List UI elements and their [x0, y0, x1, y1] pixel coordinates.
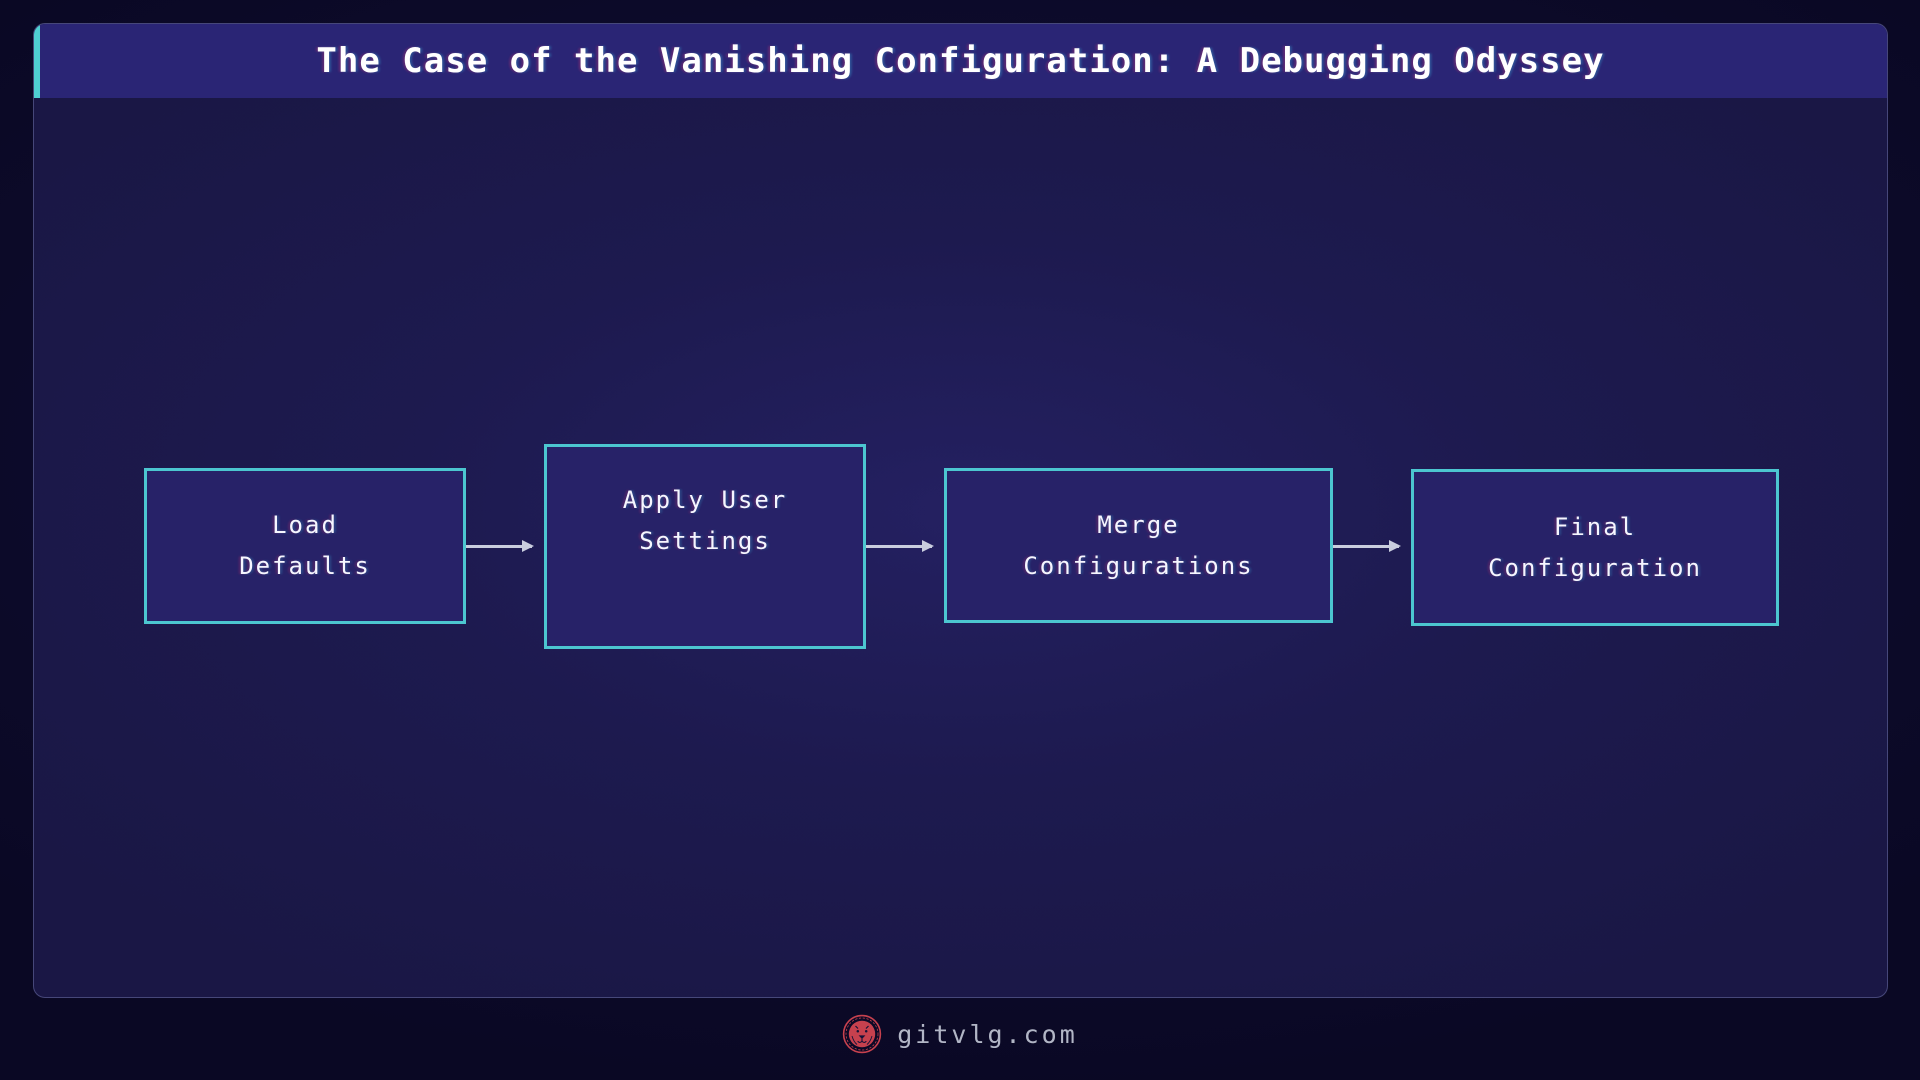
- flow-node-merge-configurations: Merge Configurations: [944, 468, 1333, 623]
- lion-emblem-icon: [843, 1014, 882, 1054]
- flow-arrow-1: [466, 545, 532, 548]
- flow-node-final-configuration: Final Configuration: [1411, 469, 1779, 626]
- title-accent-bar: [34, 24, 40, 98]
- flow-node-apply-user-settings: Apply User Settings: [544, 444, 866, 649]
- flow-node-label: Apply User Settings: [622, 485, 788, 555]
- title-bar: The Case of the Vanishing Configuration:…: [34, 24, 1887, 98]
- flow-arrow-3: [1333, 545, 1399, 548]
- diagram-card: The Case of the Vanishing Configuration:…: [33, 23, 1888, 998]
- flow-node-label: Load Defaults: [239, 511, 371, 580]
- flow-node-label: Final Configuration: [1488, 512, 1702, 582]
- footer: gitvlg.com: [0, 1014, 1920, 1054]
- flow-arrow-2: [866, 545, 932, 548]
- flow-node-load-defaults: Load Defaults: [144, 468, 466, 624]
- page-title: The Case of the Vanishing Configuration:…: [316, 41, 1605, 81]
- footer-site-text: gitvlg.com: [897, 1019, 1078, 1049]
- flow-node-label: Merge Configurations: [1023, 510, 1254, 580]
